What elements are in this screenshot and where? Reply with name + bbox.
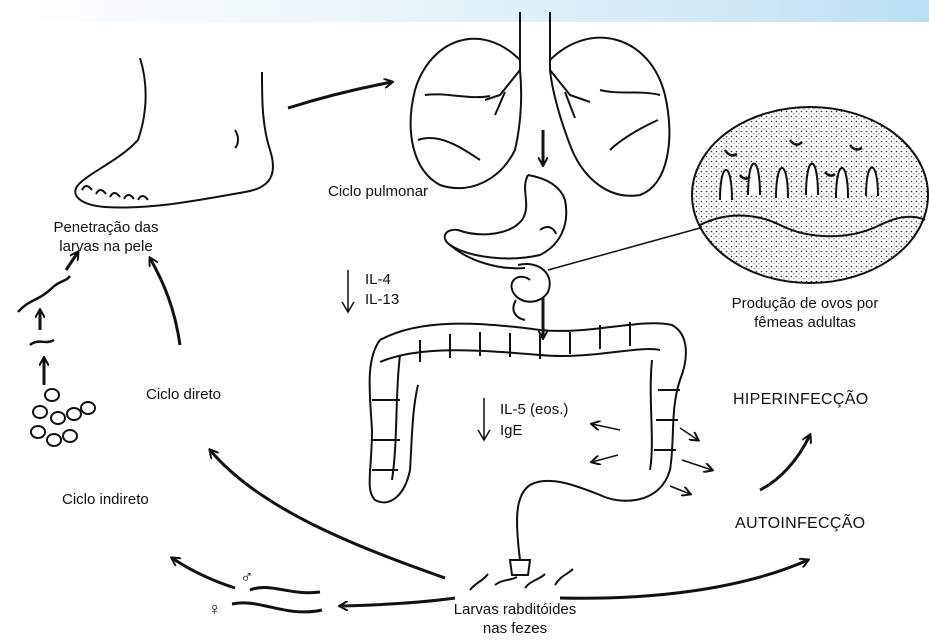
magnified-mucosa <box>692 107 928 283</box>
female-symbol: ♀ <box>208 600 222 619</box>
autoinfection-label: AUTOINFECÇÃO <box>735 514 865 533</box>
filariform-larvae <box>18 276 70 345</box>
down-arrow-il5-ige <box>478 398 490 440</box>
il4-label: IL-4 <box>365 270 391 289</box>
rhabditoid-line-1: Larvas rabditóides <box>430 600 600 619</box>
lungs-illustration <box>411 12 670 196</box>
indirect-cycle-label: Ciclo indireto <box>62 490 149 509</box>
ige-label: IgE <box>500 421 523 440</box>
egg-production-line-1: Produção de ovos por <box>700 294 910 313</box>
skin-penetration-label: Penetração das larvas na pele <box>16 218 196 256</box>
foot-illustration <box>75 58 273 208</box>
down-arrow-il4-il13 <box>342 270 354 312</box>
magnify-leader-line <box>548 228 700 270</box>
arrow-foot-to-lungs <box>288 82 392 108</box>
direct-cycle-label: Ciclo direto <box>146 385 221 404</box>
egg-production-line-2: fêmeas adultas <box>700 313 910 332</box>
hyperinfection-label: HIPERINFECÇÃO <box>733 390 868 409</box>
male-symbol: ♂ <box>240 568 254 587</box>
rhabditoid-line-2: nas fezes <box>430 619 600 638</box>
il13-label: IL-13 <box>365 290 399 309</box>
arrow-to-indirect <box>172 558 235 588</box>
cycle-arrows <box>40 82 810 606</box>
skin-penetration-line-1: Penetração das <box>16 218 196 237</box>
arrow-to-autoinfection <box>560 560 808 598</box>
rhabditoid-larvae-label: Larvas rabditóides nas fezes <box>430 600 600 638</box>
il5-label: IL-5 (eos.) <box>500 400 568 419</box>
adult-worms-free-living <box>232 587 322 611</box>
colon-illustration <box>370 322 686 575</box>
eggs-illustration <box>31 389 95 446</box>
pulmonary-cycle-label: Ciclo pulmonar <box>328 182 428 201</box>
skin-penetration-line-2: larvas na pele <box>16 237 196 256</box>
arrow-auto-to-hyper <box>760 435 810 490</box>
rhabditoid-larvae <box>470 569 573 590</box>
arrow-direct-cycle-up <box>150 258 180 345</box>
egg-production-label: Produção de ovos por fêmeas adultas <box>700 294 910 332</box>
